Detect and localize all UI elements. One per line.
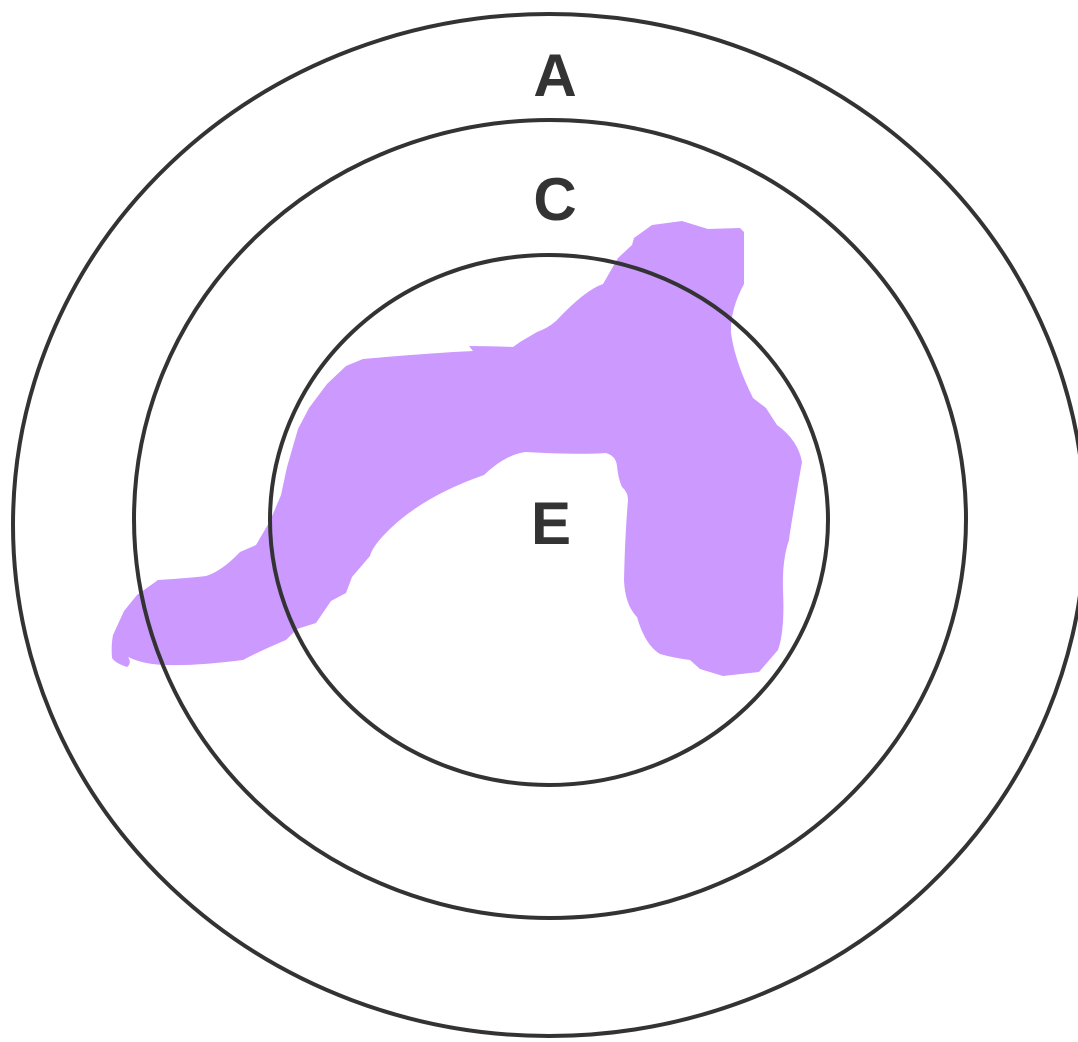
label-a: A [533,42,576,109]
purple-blob [112,221,802,676]
label-c: C [533,166,576,233]
label-e: E [531,490,571,557]
